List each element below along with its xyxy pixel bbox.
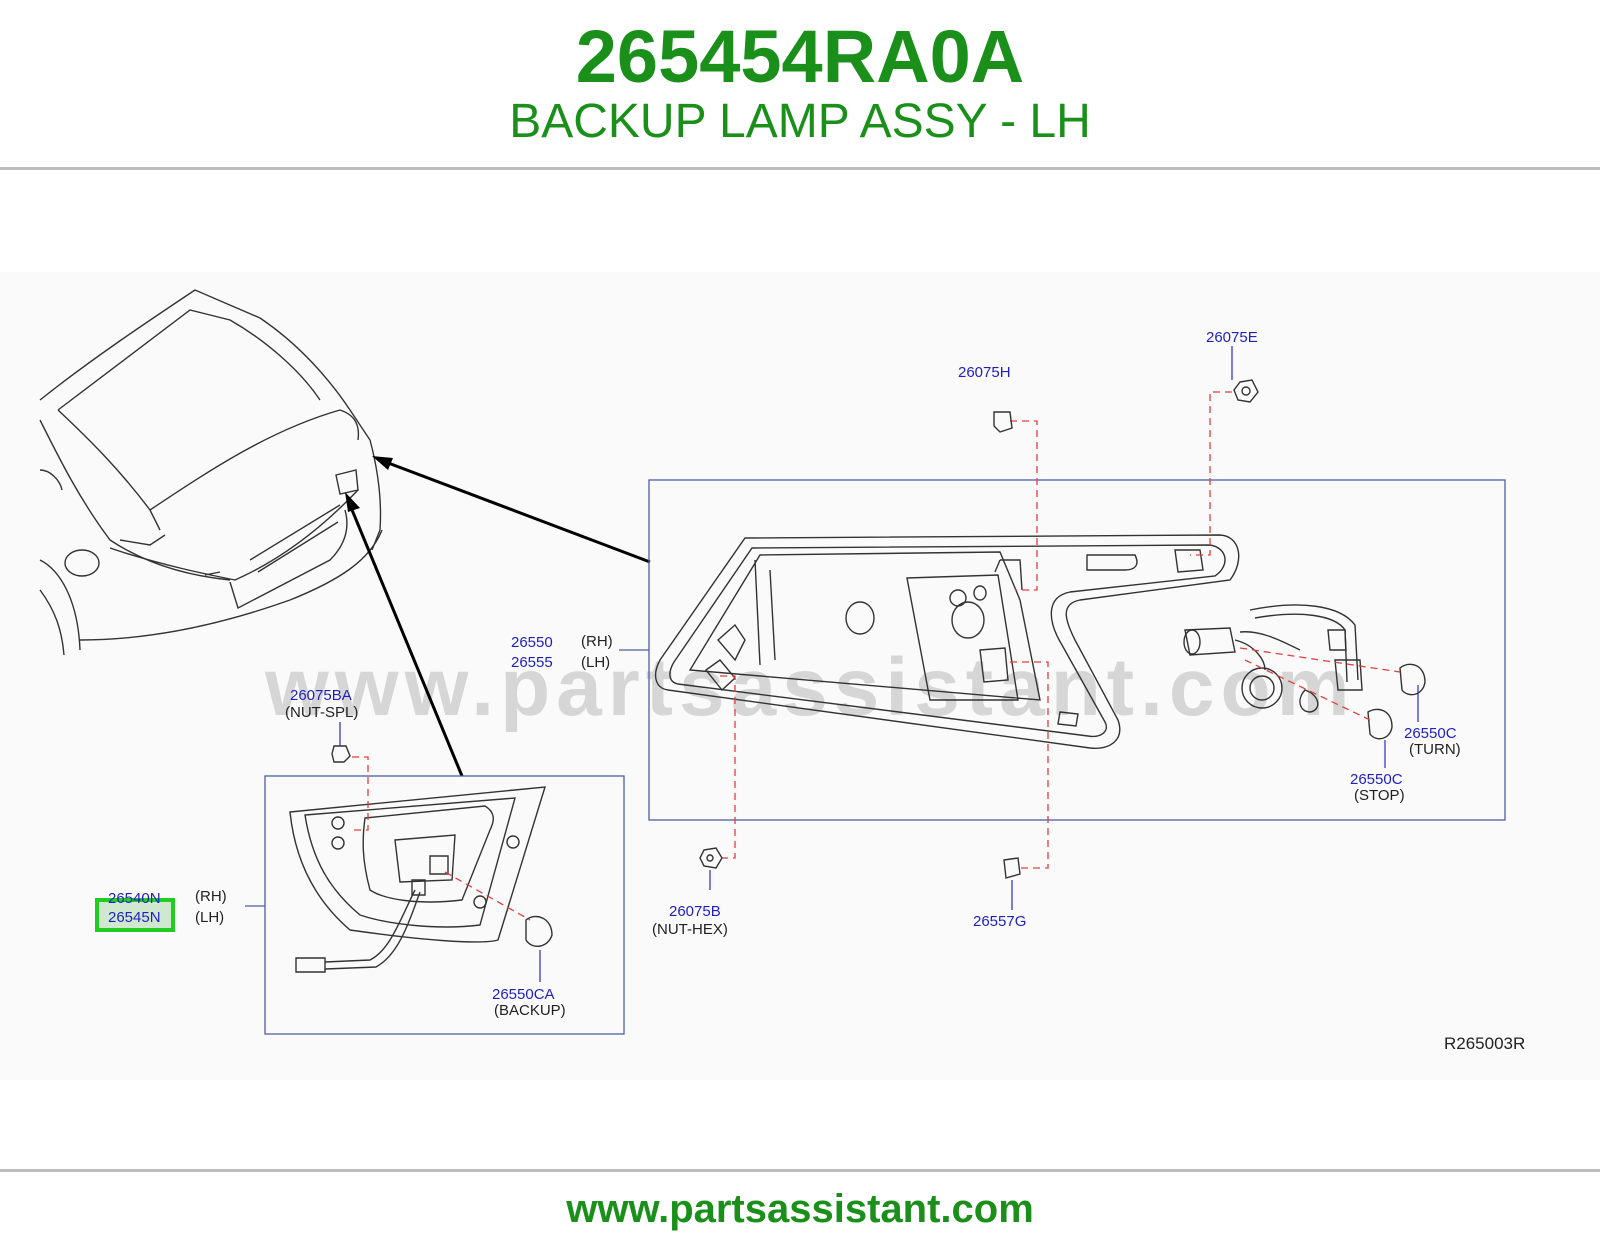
header-divider (0, 167, 1600, 170)
part-name-subtitle: BACKUP LAMP ASSY - LH (509, 95, 1091, 148)
clip-26075H (993, 411, 1013, 433)
label-lh-backup: (LH) (195, 909, 224, 926)
backup-dashed-lines (350, 756, 531, 921)
backup-lamp-assembly (289, 786, 553, 973)
nut-26075B (699, 847, 723, 869)
label-26557G[interactable]: 26557G (973, 913, 1026, 930)
label-26550C-stop[interactable]: 26550C (1350, 771, 1403, 788)
label-26075H[interactable]: 26075H (958, 364, 1011, 381)
label-turn: (TURN) (1409, 741, 1461, 758)
label-stop: (STOP) (1354, 787, 1405, 804)
page-header: 265454RA0A BACKUP LAMP ASSY - LH (0, 0, 1600, 168)
highlight-box-26545N[interactable] (95, 898, 175, 932)
label-rh-backup: (RH) (195, 888, 227, 905)
label-rh-main: (RH) (581, 633, 613, 650)
stop-bulb (1367, 708, 1393, 740)
label-26550[interactable]: 26550 (511, 634, 553, 651)
label-leaders (339, 346, 1419, 982)
label-26075E[interactable]: 26075E (1206, 329, 1258, 346)
turn-bulb (1399, 663, 1426, 696)
label-nut-spl: (NUT-SPL) (285, 704, 358, 721)
nut-26075BA (331, 745, 351, 763)
label-backup: (BACKUP) (494, 1002, 566, 1019)
label-26550CA[interactable]: 26550CA (492, 986, 555, 1003)
clip-26557G (1003, 857, 1021, 879)
part-number-title: 265454RA0A (575, 15, 1025, 98)
label-26075B[interactable]: 26075B (669, 903, 721, 920)
label-26545N[interactable]: 26545N (108, 909, 161, 926)
label-26555[interactable]: 26555 (511, 654, 553, 671)
footer-divider (0, 1169, 1600, 1172)
callout-arrows (345, 456, 651, 777)
clip-26075E (1233, 379, 1259, 403)
label-26550C-turn[interactable]: 26550C (1404, 725, 1457, 742)
footer-website-link[interactable]: www.partsassistant.com (566, 1187, 1034, 1231)
diagram-reference-code: R265003R (1444, 1034, 1525, 1053)
combination-lamp-assembly (654, 534, 1240, 749)
watermark-text: www.partsassistant.com (264, 642, 1356, 733)
diagram-background (0, 272, 1600, 1080)
backup-lamp-box (264, 775, 625, 1035)
assembly-dashed-lines (720, 391, 1401, 869)
label-26075BA[interactable]: 26075BA (290, 687, 352, 704)
car-rear-illustration (39, 289, 383, 656)
label-lh-main: (LH) (581, 654, 610, 671)
label-26540N[interactable]: 26540N (108, 890, 161, 907)
label-nut-hex: (NUT-HEX) (652, 921, 728, 938)
